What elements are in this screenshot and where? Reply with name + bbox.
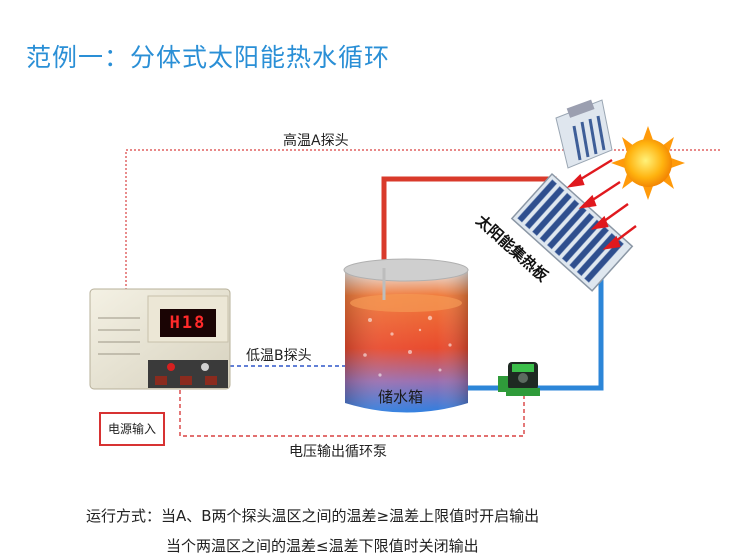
operation-caption-line1: 运行方式：当A、B两个探头温区之间的温差≥温差上限值时开启输出	[86, 507, 540, 525]
low-probe-label: 低温B探头	[246, 348, 312, 364]
pump-output-line	[179, 390, 525, 437]
page-title: 范例一：分体式太阳能热水循环	[26, 43, 391, 72]
tank-label: 储水箱	[378, 388, 424, 406]
sun-icon	[611, 126, 685, 200]
water-tank	[343, 258, 469, 413]
power-input-label: 电源输入	[99, 412, 165, 446]
circulation-pump	[498, 362, 540, 396]
high-probe-label: 高温A探头	[283, 133, 349, 149]
solar-heater-thumbnail	[555, 99, 613, 169]
operation-caption-line2: 当个两温区之间的温差≤温差下限值时关闭输出	[166, 537, 479, 555]
solar-panel	[510, 172, 634, 292]
controller-display: H18	[160, 309, 216, 337]
pump-output-label: 电压输出循环泵	[289, 444, 387, 460]
sunlight-arrows	[566, 158, 637, 250]
temperature-controller	[89, 288, 231, 390]
high-probe-line	[125, 149, 722, 290]
